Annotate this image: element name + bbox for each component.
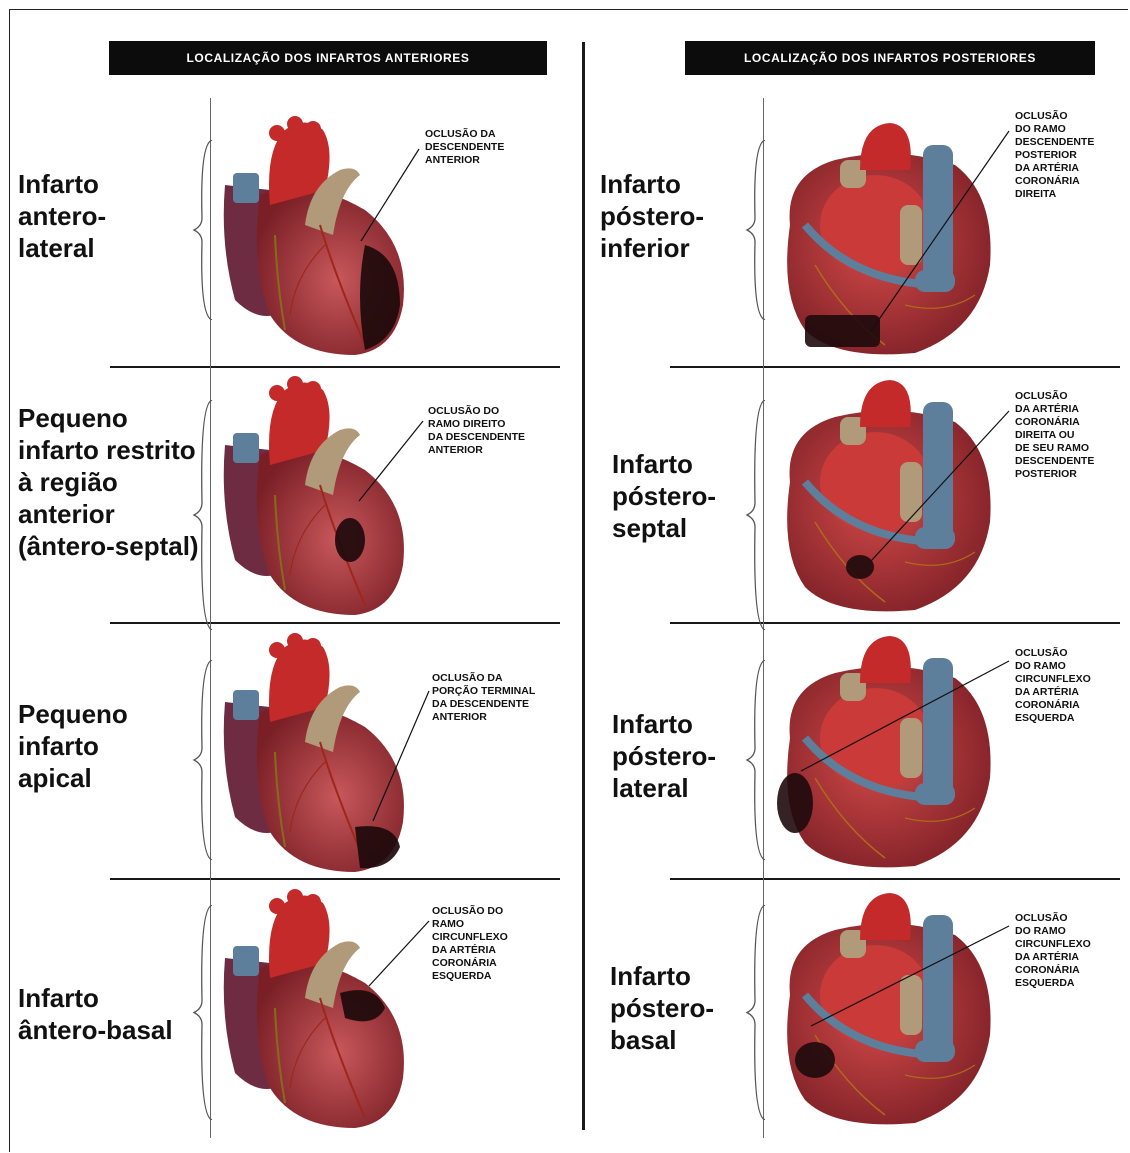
posterior-leader-line-3 xyxy=(800,660,1010,772)
bracket-brace xyxy=(745,140,769,320)
posterior-occlusion-note-3: OCLUSÃO DO RAMO CIRCUNFLEXO DA ARTÉRIA C… xyxy=(1015,647,1091,725)
bracket-brace xyxy=(192,140,216,320)
anterior-occlusion-note-2: OCLUSÃO DO RAMO DIREITO DA DESCENDENTE A… xyxy=(428,405,525,457)
anterior-leader-line-2 xyxy=(358,420,424,502)
posterior-occlusion-note-2: OCLUSÃO DA ARTÉRIA CORONÁRIA DIREITA OU … xyxy=(1015,390,1094,481)
bracket-brace xyxy=(192,905,216,1120)
anterior-occlusion-note-4: OCLUSÃO DO RAMO CIRCUNFLEXO DA ARTÉRIA C… xyxy=(432,905,508,983)
posterior-infarct-title-2: Infarto póstero- septal xyxy=(612,448,716,544)
bracket-brace xyxy=(745,400,769,630)
banner-posterior: LOCALIZAÇÃO DOS INFARTOS POSTERIORES xyxy=(685,41,1095,75)
posterior-leader-line-4 xyxy=(810,925,1010,1027)
anterior-infarct-title-4: Infarto ântero-basal xyxy=(18,982,173,1046)
bracket-brace xyxy=(745,905,769,1120)
posterior-occlusion-note-1: OCLUSÃO DO RAMO DESCENDENTE POSTERIOR DA… xyxy=(1015,110,1094,201)
anterior-leader-line-3 xyxy=(372,690,430,822)
posterior-occlusion-note-4: OCLUSÃO DO RAMO CIRCUNFLEXO DA ARTÉRIA C… xyxy=(1015,912,1091,990)
posterior-leader-line-2 xyxy=(870,410,1010,562)
anterior-leader-line-4 xyxy=(368,920,430,987)
posterior-leader-line-1 xyxy=(870,130,1010,332)
posterior-infarct-title-1: Infarto póstero- inferior xyxy=(600,168,704,264)
anterior-infarct-title-1: Infarto antero- lateral xyxy=(18,168,106,264)
separator-anterior-1 xyxy=(110,366,560,368)
separator-posterior-1 xyxy=(670,366,1120,368)
anterior-infarct-title-3: Pequeno infarto apical xyxy=(18,698,128,794)
bracket-brace xyxy=(745,660,769,860)
banner-anterior: LOCALIZAÇÃO DOS INFARTOS ANTERIORES xyxy=(109,41,547,75)
anterior-leader-line-1 xyxy=(360,148,420,242)
separator-posterior-3 xyxy=(670,878,1120,880)
anterior-occlusion-note-1: OCLUSÃO DA DESCENDENTE ANTERIOR xyxy=(425,128,504,167)
anterior-occlusion-note-3: OCLUSÃO DA PORÇÃO TERMINAL DA DESCENDENT… xyxy=(432,672,535,724)
separator-posterior-2 xyxy=(670,622,1120,624)
column-divider xyxy=(582,42,585,1130)
anterior-infarct-title-2: Pequeno infarto restrito à região anteri… xyxy=(18,402,199,562)
bracket-brace xyxy=(192,660,216,860)
posterior-infarct-title-3: Infarto póstero- lateral xyxy=(612,708,716,804)
posterior-infarct-title-4: Infarto póstero- basal xyxy=(610,960,714,1056)
